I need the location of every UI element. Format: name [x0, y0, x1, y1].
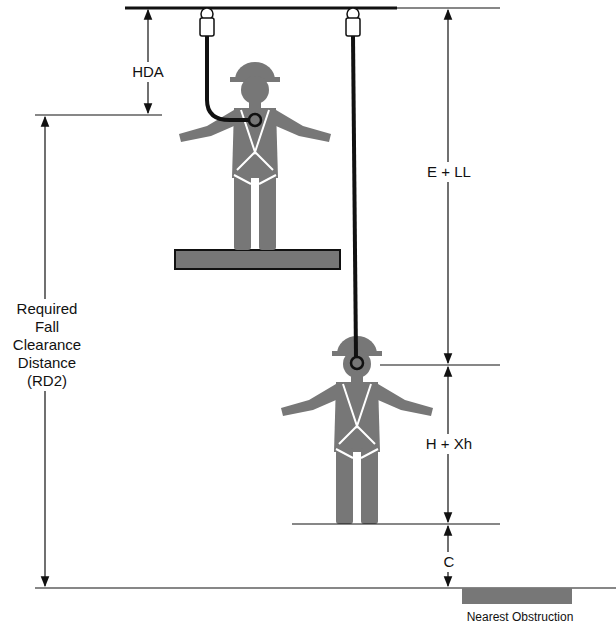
dimension-label: H + Xh	[424, 434, 474, 454]
dimension-label: Required Fall Clearance Distance (RD2)	[3, 299, 91, 391]
dimension-label: HDA	[130, 62, 166, 82]
dimension-label: Nearest Obstruction	[465, 609, 576, 625]
dimension-label: E + LL	[425, 162, 473, 182]
dimension-label: C	[442, 552, 457, 572]
